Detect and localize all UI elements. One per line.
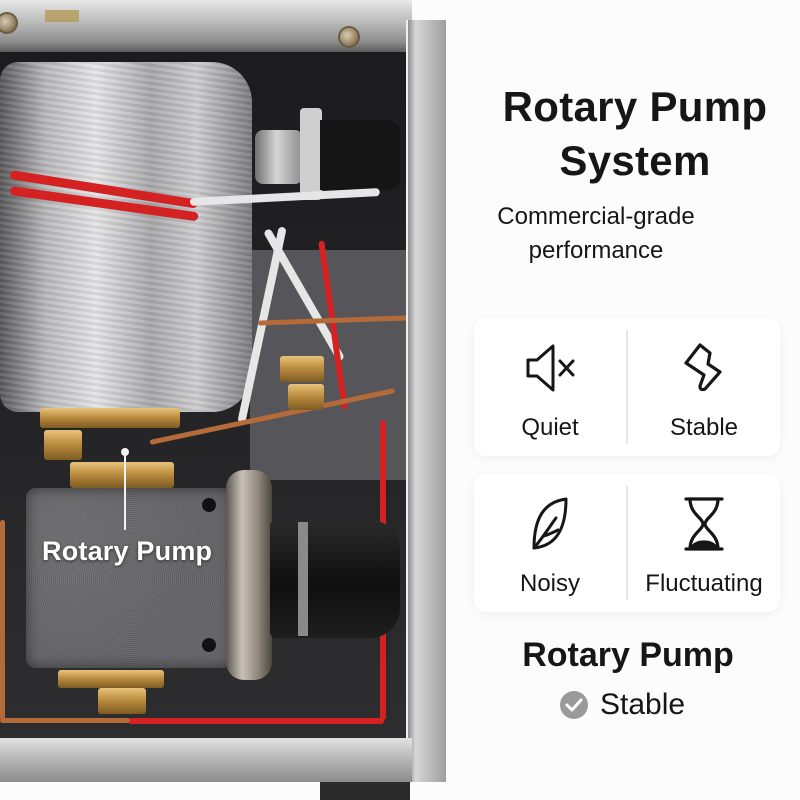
brass-fitting [40, 408, 180, 428]
feature-label: Noisy [519, 570, 580, 597]
copper-pipe [0, 718, 130, 723]
motor-band [298, 522, 308, 636]
copper-pipe [0, 520, 5, 720]
insulated-boiler [0, 62, 252, 412]
feature-noisy: Noisy [474, 474, 626, 612]
feature-card-1: Quiet Stable [474, 318, 780, 456]
feature-fluctuating: Fluctuating [628, 474, 780, 612]
sensor-mount [300, 108, 322, 200]
callout-label: Rotary Pump [42, 536, 213, 566]
brass-fitting [44, 430, 82, 460]
feature-label: Fluctuating [645, 570, 763, 597]
subtitle-line-1: Commercial-grade [497, 203, 695, 230]
feather-leaf-icon [524, 494, 576, 554]
status-text: Stable [600, 688, 686, 721]
check-circle-icon [560, 691, 588, 719]
brass-fitting [70, 462, 174, 488]
brass-fitting [280, 356, 324, 382]
speaker-mute-icon [524, 338, 576, 398]
hourglass-icon [678, 494, 730, 554]
feature-label: Stable [669, 414, 739, 441]
sensor-cap [255, 130, 303, 184]
red-wire [128, 718, 384, 724]
divider [626, 330, 628, 444]
screw [338, 26, 360, 48]
mount-hole [202, 638, 216, 652]
callout-dot [121, 448, 129, 456]
feature-label: Quiet [521, 414, 579, 441]
subtitle: Commercial-grade performance [466, 200, 726, 268]
cabinet-foot [320, 782, 410, 800]
brass-fitting [98, 688, 146, 714]
right-rail [406, 20, 446, 782]
feature-quiet: Quiet [474, 318, 626, 456]
brass-fitting [288, 384, 324, 410]
lightning-bolt-icon [678, 338, 730, 398]
feature-card-2: Noisy Fluctuating [474, 474, 780, 612]
screw [0, 12, 18, 34]
summary-title: Rotary Pump [522, 636, 734, 674]
title-line-1: Rotary Pump [502, 83, 768, 130]
callout-line [124, 454, 126, 530]
feature-stable: Stable [628, 318, 780, 456]
pump-flange [226, 470, 272, 680]
pump-housing [26, 488, 232, 668]
brass-fitting [58, 670, 164, 688]
page-title: Rotary Pump System [470, 80, 800, 188]
summary-status: Stable [560, 688, 685, 722]
product-photo: Rotary Pump [0, 0, 446, 800]
title-line-2: System [559, 137, 711, 184]
mount-hole [202, 498, 216, 512]
pump-motor [270, 520, 400, 638]
divider [626, 486, 628, 600]
brass-tag [45, 10, 79, 22]
subtitle-line-2: performance [528, 237, 664, 264]
bottom-rail [0, 738, 412, 782]
sensor-body [320, 120, 400, 190]
